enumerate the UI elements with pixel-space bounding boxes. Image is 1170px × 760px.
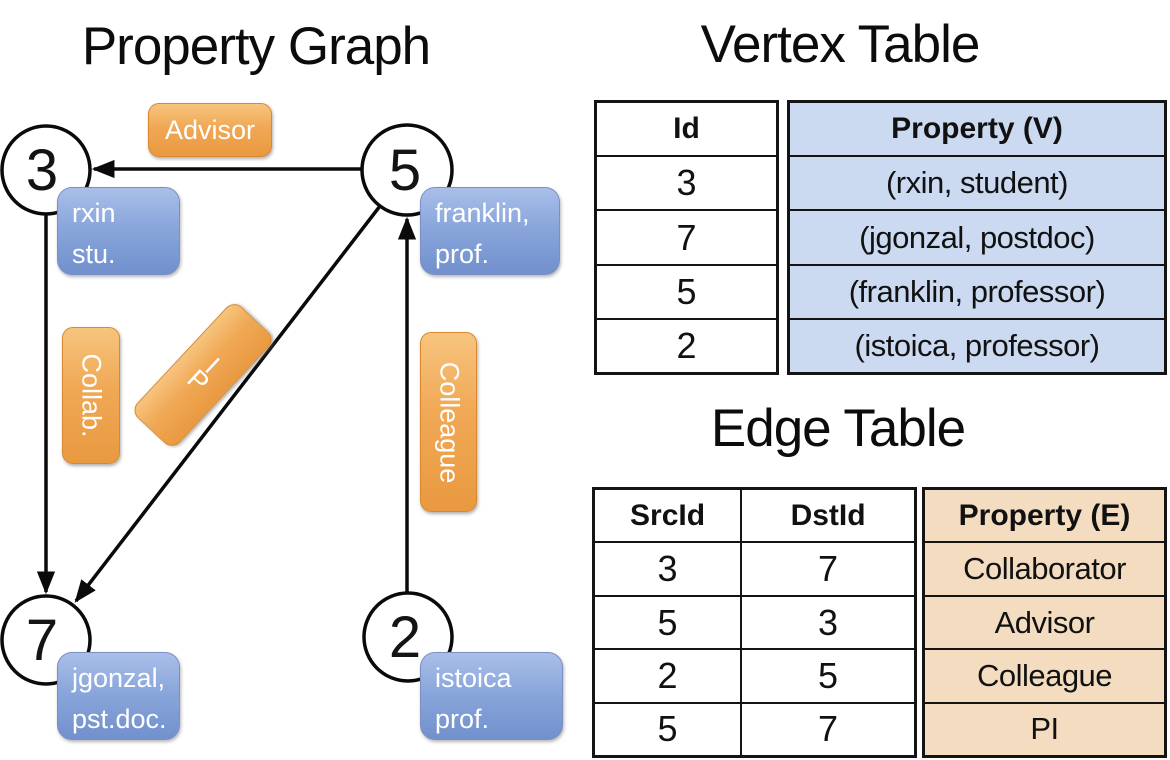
vertex-table-id-column: Id 3 7 5 2 — [594, 100, 779, 375]
table-cell: (rxin, student) — [790, 155, 1164, 210]
vertex-label-istoica-line1: istoica — [435, 663, 512, 693]
edge-label-collab-text: Collab. — [76, 353, 107, 438]
property-graph-title: Property Graph — [81, 17, 431, 76]
edge-label-collab: Collab. — [62, 327, 120, 464]
table-cell: 7 — [597, 209, 776, 263]
table-row: 3 7 — [595, 541, 914, 595]
table-cell: 2 — [657, 654, 678, 696]
table-cell: 7 — [740, 543, 914, 595]
table-cell: 5 — [597, 263, 776, 318]
table-row: 5 3 — [595, 594, 914, 649]
vertex-label-rxin: rxin stu. — [57, 187, 180, 275]
table-cell: 3 — [740, 596, 914, 649]
table-cell: Advisor — [925, 594, 1164, 649]
node-2-id: 2 — [389, 605, 421, 670]
table-cell: PI — [925, 701, 1164, 756]
edge-label-advisor-text: Advisor — [164, 114, 256, 145]
vertex-label-franklin: franklin, prof. — [420, 187, 560, 275]
table-cell: Collaborator — [925, 541, 1164, 595]
table-cell: Colleague — [925, 648, 1164, 702]
edge-table-header-property: Property (E) — [925, 490, 1164, 542]
table-cell: (istoica, professor) — [790, 317, 1164, 373]
table-row: 5 7 — [595, 701, 914, 756]
property-graph-canvas: 3 5 7 2 — [0, 123, 454, 686]
vertex-table-title: Vertex Table — [700, 15, 981, 74]
edge-label-advisor: Advisor — [148, 103, 272, 157]
vertex-label-franklin-line1: franklin, — [435, 198, 530, 228]
table-row: 2 5 — [595, 648, 914, 702]
vertex-label-jgonzal-line2: pst.doc. — [72, 704, 167, 734]
vertex-label-franklin-line2: prof. — [435, 239, 490, 269]
node-5-id: 5 — [389, 138, 421, 203]
table-cell: 7 — [740, 703, 914, 756]
table-cell: 5 — [657, 601, 678, 643]
node-3-id: 3 — [26, 138, 58, 203]
edge-table-id-columns: SrcId DstId 3 7 5 3 2 5 5 7 — [592, 487, 917, 758]
vertex-label-jgonzal: jgonzal, pst.doc. — [57, 652, 180, 740]
vertex-label-rxin-line1: rxin — [72, 198, 116, 228]
table-cell: 5 — [657, 708, 678, 750]
vertex-label-jgonzal-line1: jgonzal, — [72, 663, 166, 693]
edge-table-title: Edge Table — [710, 399, 966, 458]
vertex-label-istoica: istoica prof. — [420, 652, 563, 740]
edge-table-header-srcid: SrcId — [630, 498, 706, 532]
edge-pi-arrow — [74, 204, 382, 603]
vertex-label-istoica-line2: prof. — [435, 704, 490, 734]
vertex-table-header-id: Id — [673, 112, 700, 146]
table-cell: 3 — [597, 155, 776, 209]
edge-table-property-column: Property (E) Collaborator Advisor Collea… — [922, 487, 1167, 758]
table-cell: 2 — [597, 317, 776, 372]
edge-label-colleague: Colleague — [420, 332, 477, 512]
table-cell: (franklin, professor) — [790, 263, 1164, 318]
edge-label-colleague-text: Colleague — [434, 361, 464, 483]
vertex-label-rxin-line2: stu. — [72, 239, 116, 269]
vertex-table-header-property: Property (V) — [790, 103, 1164, 156]
table-cell: 5 — [740, 650, 914, 702]
table-cell: (jgonzal, postdoc) — [790, 209, 1164, 264]
table-row: SrcId DstId — [595, 490, 914, 542]
table-cell: 3 — [657, 548, 678, 590]
edge-table-header-dstid: DstId — [740, 490, 914, 542]
node-7-id: 7 — [26, 608, 58, 673]
vertex-table-property-column: Property (V) (rxin, student) (jgonzal, p… — [787, 100, 1167, 375]
